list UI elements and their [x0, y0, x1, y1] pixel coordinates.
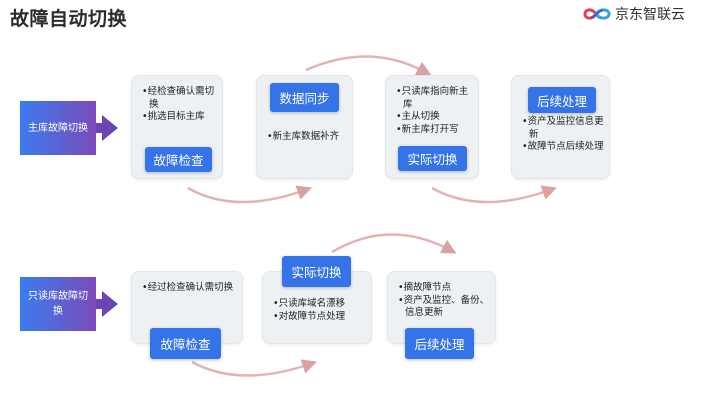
follow-up-button[interactable]: 后续处理: [528, 87, 596, 113]
ro-actual-switch-button[interactable]: 实际切换: [282, 256, 351, 287]
step-bullets: •经检查确认需切换 •挑选目标主库: [142, 86, 220, 124]
step-bullets: •新主库数据补齐: [267, 131, 347, 144]
bullet-item: •新主库打开写: [396, 123, 459, 135]
bullet-item: •资产及监控信息更新: [522, 116, 604, 140]
ro-fault-check-button[interactable]: 故障检查: [150, 328, 221, 359]
bullet-item: •经检查确认需切换: [142, 86, 215, 110]
readonly-failover-label: 只读库故障切换: [20, 277, 118, 331]
primary-failover-title: 主库故障切换: [20, 101, 96, 155]
bullet-item: •只读库域名漂移: [273, 298, 346, 309]
primary-failover-label: 主库故障切换: [20, 101, 118, 155]
step-bullets: •经过检查确认需切换: [142, 282, 240, 295]
right-arrow-icon: [96, 291, 118, 317]
fault-check-button[interactable]: 故障检查: [145, 147, 212, 172]
bullet-item: •故障节点后续处理: [522, 141, 604, 152]
step-bullets: •只读库域名漂移 •对故障节点处理: [273, 298, 369, 323]
data-sync-button[interactable]: 数据同步: [270, 83, 339, 112]
bullet-item: •资产及监控、备份、信息更新: [398, 294, 490, 319]
readonly-failover-title: 只读库故障切换: [20, 277, 96, 331]
step-bullets: •只读库指向新主库 •主从切换 •新主库打开写: [396, 86, 476, 136]
ro-follow-up-button[interactable]: 后续处理: [405, 328, 474, 359]
bullet-item: •新主库数据补齐: [267, 131, 340, 142]
bullet-item: •挑选目标主库: [142, 111, 205, 122]
page-title: 故障自动切换: [10, 8, 128, 30]
brand-name: 京东智联云: [615, 7, 685, 23]
bullet-item: •只读库指向新主库: [396, 86, 469, 110]
brand-logo: 京东智联云: [583, 4, 685, 24]
jd-cloud-logo-icon: [583, 8, 611, 20]
step-bullets: •摘故障节点 •资产及监控、备份、信息更新: [398, 282, 494, 320]
step-bullets: •资产及监控信息更新 •故障节点后续处理: [522, 116, 606, 154]
bullet-item: •经过检查确认需切换: [142, 282, 234, 293]
actual-switch-button[interactable]: 实际切换: [398, 146, 467, 171]
bullet-item: •主从切换: [396, 111, 440, 122]
bullet-item: •摘故障节点: [398, 282, 452, 293]
bullet-item: •对故障节点处理: [273, 310, 346, 322]
right-arrow-icon: [96, 115, 118, 141]
